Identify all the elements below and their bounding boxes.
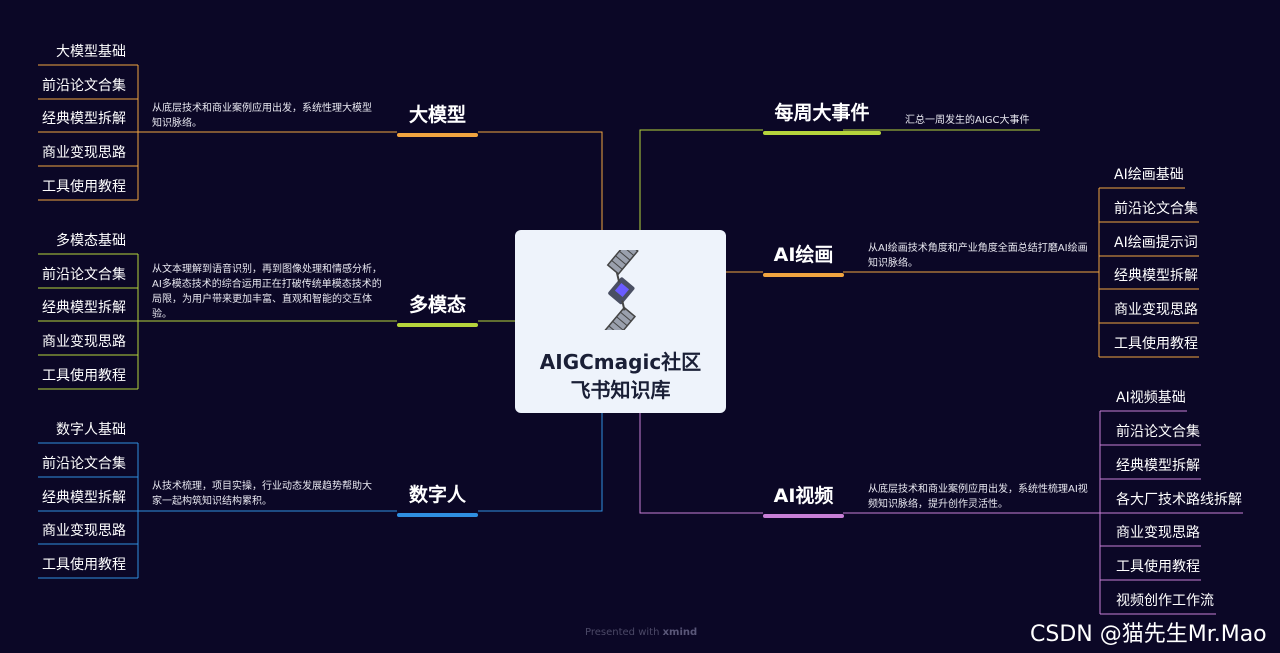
csdn-watermark: CSDN @猫先生Mr.Mao	[1030, 622, 1267, 647]
topic-multimodal-label: 多模态	[408, 294, 466, 316]
presented-with-text: Presented with	[585, 627, 660, 638]
topic-ai-video-label: AI视频	[773, 485, 834, 507]
leaf-big-model-4[interactable]: 工具使用教程	[42, 179, 126, 195]
multimodal-description: 从文本理解到语音识别，再到图像处理和情感分析，AI多模态技术的综合运用正在打破传…	[152, 264, 382, 320]
big-model-description: 从底层技术和商业案例应用出发，系统性理大模型知识脉络。	[152, 103, 372, 129]
satellite-icon	[603, 250, 639, 330]
leaf-ai-painting-4[interactable]: 商业变现思路	[1114, 302, 1198, 318]
connector-big-model	[478, 131, 603, 230]
topic-digital-human[interactable]: 数字人	[397, 480, 478, 517]
leaf-ai-painting-2[interactable]: AI绘画提示词	[1114, 235, 1198, 251]
ai-painting-description: 从AI绘画技术角度和产业角度全面总结打磨AI绘画知识脉络。	[868, 243, 1088, 269]
topic-digital-human-label: 数字人	[408, 484, 466, 506]
leaf-digital-human-3[interactable]: 商业变现思路	[42, 523, 126, 539]
topic-ai-video-bar	[763, 514, 844, 518]
leaf-digital-human-0[interactable]: 数字人基础	[56, 422, 126, 438]
leaf-multimodal-4[interactable]: 工具使用教程	[42, 368, 126, 384]
topic-weekly-events-label: 每周大事件	[774, 102, 870, 124]
leaf-digital-human-2[interactable]: 经典模型拆解	[42, 490, 126, 506]
leaf-digital-human-1[interactable]: 前沿论文合集	[42, 456, 126, 472]
presented-with-footer: Presented with xmind	[585, 627, 697, 638]
leaf-ai-video-6[interactable]: 视频创作工作流	[1116, 593, 1214, 609]
leaf-ai-video-3[interactable]: 各大厂技术路线拆解	[1116, 492, 1242, 508]
center-title-line2: 飞书知识库	[570, 378, 671, 402]
topic-big-model-label: 大模型	[408, 104, 466, 126]
digital-human-description: 从技术梳理，项目实操，行业动态发展趋势帮助大家一起构筑知识结构累积。	[152, 481, 372, 507]
leaf-ai-video-0[interactable]: AI视频基础	[1116, 390, 1186, 406]
leaf-multimodal-1[interactable]: 前沿论文合集	[42, 267, 126, 283]
leaf-big-model-1[interactable]: 前沿论文合集	[42, 78, 126, 94]
xmind-brand: xmind	[662, 627, 698, 638]
leaf-multimodal-0[interactable]: 多模态基础	[56, 233, 126, 249]
leaf-ai-painting-1[interactable]: 前沿论文合集	[1114, 201, 1198, 217]
leaf-big-model-2[interactable]: 经典模型拆解	[42, 111, 126, 127]
topic-ai-painting-bar	[763, 273, 844, 277]
topic-digital-human-bar	[397, 513, 478, 517]
leaf-digital-human-4[interactable]: 工具使用教程	[42, 557, 126, 573]
topic-multimodal-bar	[397, 323, 478, 327]
topic-ai-video[interactable]: AI视频	[763, 481, 844, 518]
topic-ai-painting-label: AI绘画	[773, 244, 834, 266]
connector-digital-human	[478, 413, 603, 512]
leaf-big-model-3[interactable]: 商业变现思路	[42, 145, 126, 161]
topic-big-model-bar	[397, 133, 478, 137]
leaf-ai-painting-0[interactable]: AI绘画基础	[1114, 167, 1184, 183]
topic-multimodal[interactable]: 多模态	[397, 290, 478, 327]
topic-ai-painting[interactable]: AI绘画	[763, 240, 844, 277]
leaf-ai-video-4[interactable]: 商业变现思路	[1116, 525, 1200, 541]
leaf-ai-video-1[interactable]: 前沿论文合集	[1116, 424, 1200, 440]
ai-video-description: 从底层技术和商业案例应用出发，系统性梳理AI视频知识脉络，提升创作灵活性。	[868, 484, 1088, 510]
leaf-ai-video-5[interactable]: 工具使用教程	[1116, 559, 1200, 575]
leaf-ai-painting-3[interactable]: 经典模型拆解	[1114, 268, 1198, 284]
leaf-ai-video-2[interactable]: 经典模型拆解	[1116, 458, 1200, 474]
leaf-multimodal-2[interactable]: 经典模型拆解	[42, 300, 126, 316]
leaf-big-model-0[interactable]: 大模型基础	[56, 44, 126, 60]
topic-big-model[interactable]: 大模型	[397, 100, 478, 137]
center-title-line1: AIGCmagic社区	[539, 350, 702, 374]
topic-weekly-events-bar	[763, 131, 881, 135]
connector-ai-video	[639, 413, 763, 514]
connector-weekly	[639, 129, 763, 230]
weekly-events-description: 汇总一周发生的AIGC大事件	[905, 115, 1030, 126]
leaf-ai-painting-5[interactable]: 工具使用教程	[1114, 336, 1198, 352]
central-topic[interactable]: AIGCmagic社区 飞书知识库	[515, 230, 726, 413]
topic-weekly-events[interactable]: 每周大事件	[763, 98, 881, 135]
leaf-multimodal-3[interactable]: 商业变现思路	[42, 334, 126, 350]
